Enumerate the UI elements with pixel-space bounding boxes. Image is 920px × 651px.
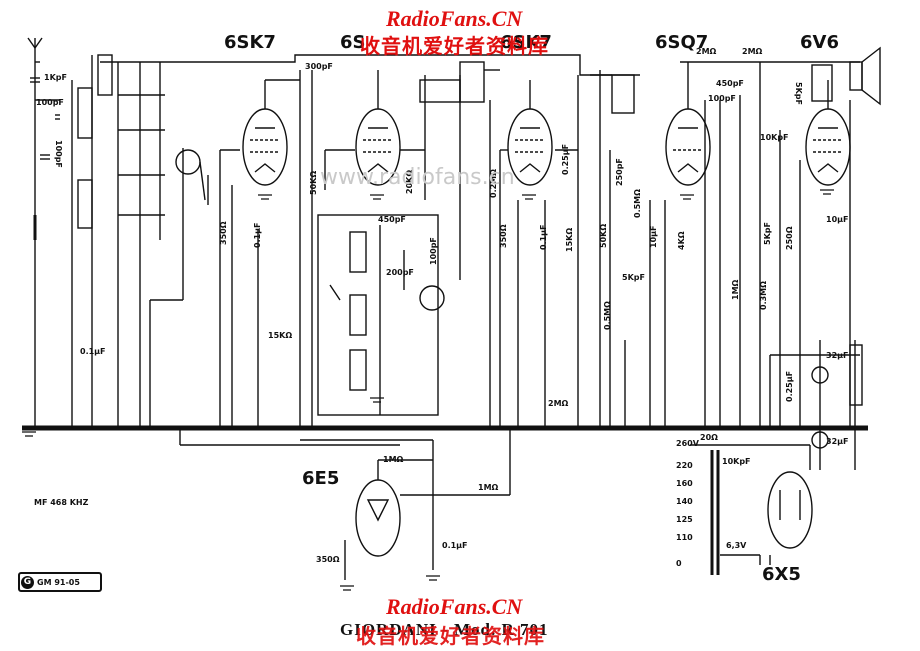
label-5kpf2: 5KpF	[763, 222, 772, 245]
label-10uf-a: 10μF	[649, 226, 658, 248]
component-labels: 1KpF 100pF 100pF 300pF 0.1μF 350Ω 0.1μF …	[36, 47, 848, 564]
tube-label-6x5: 6X5	[762, 564, 801, 585]
schematic-title: GIORDANI - Mod. R 701	[340, 620, 549, 639]
antenna-icon	[27, 37, 43, 62]
label-100pf-b: 100pF	[54, 140, 63, 168]
label-05m-a: 0.5MΩ	[633, 189, 642, 218]
voltage-taps: 260V 220 160 140 125 110 0	[676, 439, 700, 568]
label-4k: 4KΩ	[677, 231, 686, 250]
label-32uf-a: 32μF	[826, 351, 848, 360]
label-32uf-b: 32μF	[826, 437, 848, 446]
label-025uf-a: 0.25μF	[561, 144, 570, 175]
tap-0: 0	[676, 559, 682, 568]
tube-6e5-tuning-eye	[355, 479, 401, 557]
tube-6sq7-detector	[665, 108, 711, 186]
label-1kpf: 1KpF	[44, 73, 67, 82]
tap-160: 160	[676, 479, 693, 488]
label-1m-a: 1MΩ	[731, 279, 740, 300]
label-450pf-b: 450pF	[716, 79, 744, 88]
label-100pf-a: 100pF	[36, 98, 64, 107]
label-250: 250Ω	[785, 226, 794, 250]
label-350-c: 350Ω	[316, 555, 340, 564]
tube-label-6sq7: 6SQ7	[655, 32, 708, 53]
logo-badge: G GM 91-05	[18, 572, 102, 592]
tube-6sk7-rf	[242, 108, 288, 186]
label-20k: 20KΩ	[405, 170, 414, 194]
osc-switch	[419, 285, 445, 311]
label-03m: 0.3MΩ	[759, 281, 768, 310]
label-2m-b: 2MΩ	[696, 47, 717, 56]
label-10kpf-a: 10KpF	[760, 133, 789, 142]
faint-watermark: www.radiofans.cn	[320, 165, 515, 190]
label-2m-a: 2MΩ	[548, 399, 569, 408]
label-10kpf-b: 10KpF	[722, 457, 751, 466]
watermark-bottom-latin: RadioFans.CN	[386, 594, 523, 619]
mf-frequency-label: MF 468 KHZ	[34, 498, 89, 507]
logo-text: GM 91-05	[37, 577, 80, 587]
tube-6v6-output	[805, 108, 851, 186]
label-2m-c: 2MΩ	[742, 47, 763, 56]
tap-110: 110	[676, 533, 693, 542]
watermark-top-cn: 收音机爱好者资料库	[360, 34, 549, 58]
label-01uf-a: 0.1μF	[253, 222, 262, 248]
label-15k-a: 15KΩ	[268, 331, 292, 340]
tube-label-6v6: 6V6	[800, 32, 839, 53]
label-02m: 0.2MΩ	[489, 169, 498, 198]
label-025uf-b: 0.25μF	[785, 371, 794, 402]
tube-labels: 6SK7 6S 6SK7 6SQ7 6V6 6E5 6X5	[224, 32, 839, 585]
label-100pf-c: 100pF	[429, 237, 438, 265]
tap-220: 220	[676, 461, 693, 470]
band-switch	[175, 149, 201, 175]
label-05m-b: 0.5MΩ	[603, 301, 612, 330]
label-01uf-b: 0.1μF	[539, 224, 548, 250]
label-100pf-d: 100pF	[708, 94, 736, 103]
label-5kpf-top: 5KpF	[794, 82, 803, 105]
watermark-bottom-cn: 收音机爱好者资料库	[356, 624, 545, 648]
logo-mark-icon: G	[21, 575, 34, 589]
tube-label-6sk7-if: 6SK7	[500, 32, 552, 53]
label-1m-c: 1MΩ	[478, 483, 499, 492]
label-50k-b: 50KΩ	[599, 224, 608, 248]
tap-260: 260V	[676, 439, 700, 448]
tap-125: 125	[676, 515, 693, 524]
label-5kpf: 5KpF	[622, 273, 645, 282]
label-01uf-c: 0.1μF	[442, 541, 468, 550]
label-1m-b: 1MΩ	[383, 455, 404, 464]
watermark-top-latin: RadioFans.CN	[386, 6, 523, 31]
label-250pf: 250pF	[615, 158, 624, 186]
ground-icon	[22, 431, 36, 437]
label-300pf: 300pF	[305, 62, 333, 71]
label-heater: 6,3V	[726, 541, 747, 550]
label-50k-a: 50KΩ	[309, 171, 318, 195]
label-10uf-b: 10μF	[826, 215, 848, 224]
tube-label-6sk7: 6SK7	[224, 32, 276, 53]
speaker-icon	[849, 46, 881, 106]
label-01uf-left: 0.1μF	[80, 347, 106, 356]
label-20ohm: 20Ω	[700, 433, 718, 442]
label-15k-b: 15KΩ	[565, 228, 574, 252]
tube-label-6e5: 6E5	[302, 468, 339, 489]
tap-140: 140	[676, 497, 693, 506]
label-350-a: 350Ω	[219, 221, 228, 245]
label-200pf: 200pF	[386, 268, 414, 277]
tube-label-6sa7: 6S	[340, 32, 366, 53]
label-350-b: 350Ω	[499, 224, 508, 248]
tube-6x5-rectifier	[767, 471, 813, 549]
label-450pf-a: 450pF	[378, 215, 406, 224]
